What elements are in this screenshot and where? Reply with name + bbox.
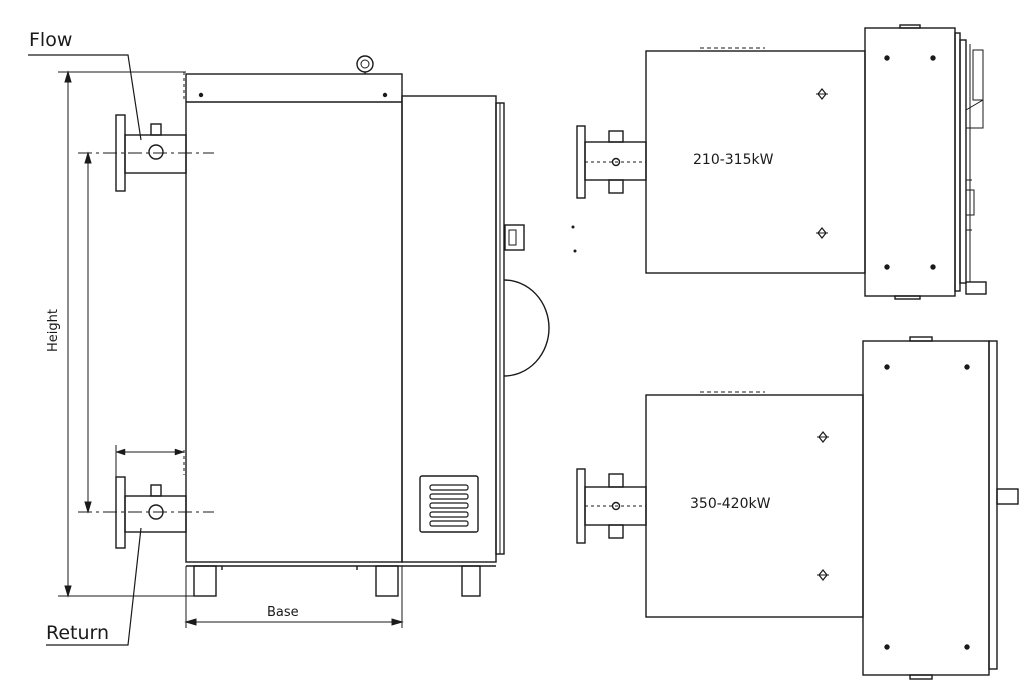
foot xyxy=(375,565,399,597)
flow-leader xyxy=(28,54,142,141)
side-drum xyxy=(503,279,550,377)
return-connection xyxy=(78,476,214,549)
height-dimension xyxy=(58,70,196,598)
base-dimension xyxy=(184,566,404,628)
foot xyxy=(461,565,481,597)
control-side-panel xyxy=(401,95,497,563)
flow-label: Flow xyxy=(29,29,72,51)
flow-connection xyxy=(78,114,214,192)
side-bracket xyxy=(504,224,525,251)
return-leader xyxy=(46,527,142,646)
height-label: Height xyxy=(46,309,61,352)
control-panel xyxy=(862,340,990,676)
boiler-cabinet xyxy=(185,73,403,563)
foot xyxy=(193,565,217,597)
top-view-210-315kw xyxy=(571,24,987,300)
top-view-350-420kw xyxy=(576,336,1019,680)
return-label: Return xyxy=(46,622,109,644)
vent-grille xyxy=(419,475,479,533)
lifting-eye xyxy=(356,55,374,73)
model-range-lower: 350-420kW xyxy=(690,496,771,512)
control-panel xyxy=(864,27,956,297)
base-label: Base xyxy=(267,605,299,620)
model-range-upper: 210-315kW xyxy=(693,152,774,168)
front-elevation-view xyxy=(28,54,550,646)
